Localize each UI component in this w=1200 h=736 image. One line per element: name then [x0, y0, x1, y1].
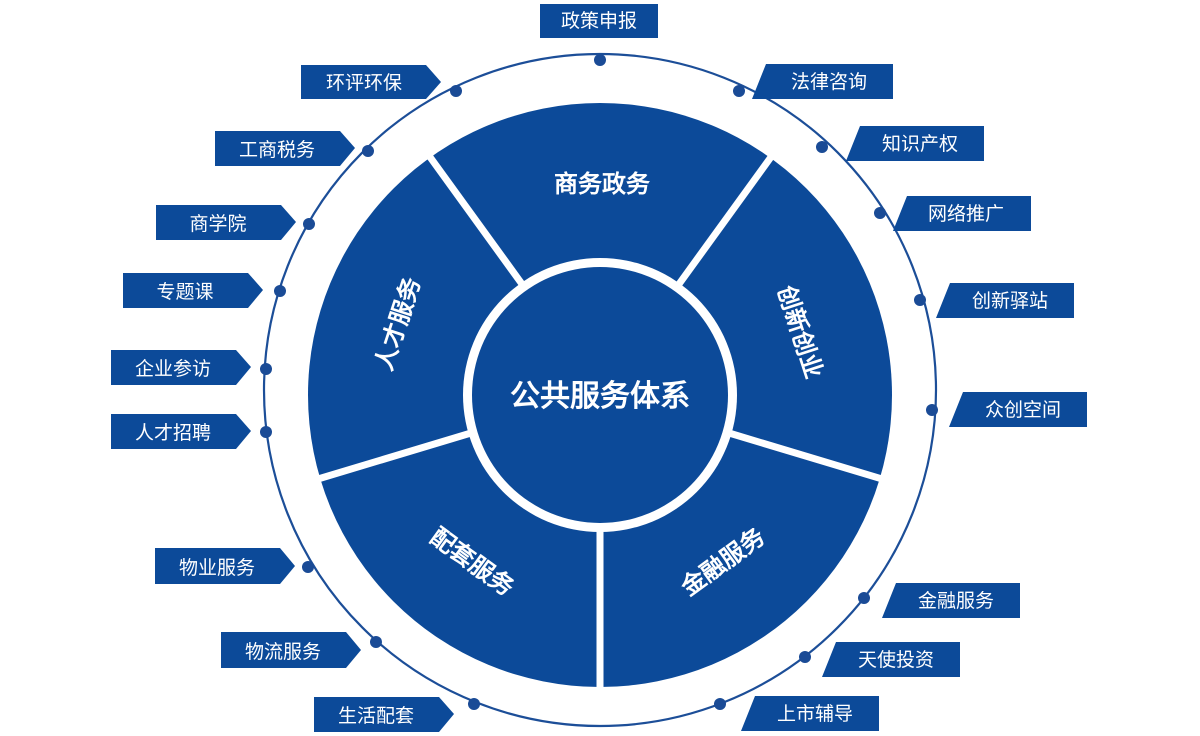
- ring-dot: [858, 592, 870, 604]
- ring-dot: [874, 207, 886, 219]
- ring-dot: [799, 651, 811, 663]
- tag-business-tax: 工商税务: [215, 131, 355, 166]
- ring-dot: [303, 218, 315, 230]
- tag-label: 天使投资: [858, 649, 934, 671]
- tag-label: 政策申报: [561, 10, 637, 32]
- ring-dot: [274, 285, 286, 297]
- tag-label: 法律咨询: [791, 71, 867, 93]
- tag-label: 人才招聘: [135, 422, 211, 444]
- tag-online-promotion: 网络推广: [893, 196, 1031, 231]
- ring-dot: [816, 141, 828, 153]
- tag-label: 创新驿站: [972, 290, 1048, 312]
- tag-property-services: 物业服务: [155, 548, 295, 584]
- tag-ipo-guidance: 上市辅导: [741, 696, 879, 731]
- tag-talent-recruitment: 人才招聘: [111, 414, 251, 449]
- separator-line: [427, 154, 530, 294]
- tag-label: 工商税务: [239, 139, 315, 161]
- tag-environmental: 环评环保: [301, 65, 441, 99]
- separator-line: [727, 429, 894, 486]
- tag-special-course: 专题课: [123, 273, 263, 308]
- center-circle: [472, 267, 728, 523]
- tag-label: 金融服务: [918, 590, 994, 612]
- tag-maker-space: 众创空间: [949, 392, 1087, 427]
- tag-label: 网络推广: [928, 203, 1004, 225]
- tag-label: 企业参访: [135, 358, 211, 380]
- ring-dot: [594, 54, 606, 66]
- tag-legal-consulting: 法律咨询: [752, 64, 893, 99]
- tag-living-facilities: 生活配套: [314, 697, 454, 732]
- separator-line: [306, 429, 473, 486]
- tag-angel-investment: 天使投资: [822, 642, 960, 677]
- tag-label: 知识产权: [882, 133, 958, 155]
- tag-business-school: 商学院: [156, 205, 296, 240]
- tag-label: 众创空间: [985, 399, 1061, 421]
- tag-label: 环评环保: [326, 72, 402, 94]
- center-label: 公共服务体系: [510, 379, 690, 414]
- tag-label: 商学院: [189, 213, 246, 235]
- tag-logistics: 物流服务: [221, 632, 361, 668]
- tag-financial-services: 金融服务: [882, 583, 1020, 618]
- ring-dot: [450, 85, 462, 97]
- ring-dot: [260, 363, 272, 375]
- tag-label: 物业服务: [179, 557, 255, 579]
- ring-dot: [260, 426, 272, 438]
- segment-label-business: 商务政务: [554, 170, 651, 198]
- tag-label: 上市辅导: [777, 703, 853, 725]
- ring-dot: [362, 145, 374, 157]
- ring-dot: [926, 404, 938, 416]
- tag-label: 生活配套: [338, 705, 414, 727]
- tag-innovation-station: 创新驿站: [936, 283, 1074, 318]
- tag-label: 专题课: [156, 281, 213, 303]
- ring-dot: [370, 636, 382, 648]
- ring-dot: [733, 85, 745, 97]
- ring-dot: [302, 561, 314, 573]
- segment-separators: [306, 154, 894, 690]
- tag-label: 物流服务: [245, 641, 321, 663]
- separator-line: [671, 154, 774, 294]
- tag-ip: 知识产权: [846, 126, 984, 161]
- ring-dot: [468, 698, 480, 710]
- ring-dot: [914, 294, 926, 306]
- ring-dot: [714, 698, 726, 710]
- tag-company-visit: 企业参访: [111, 350, 251, 385]
- tag-policy-application: 政策申报: [540, 4, 658, 38]
